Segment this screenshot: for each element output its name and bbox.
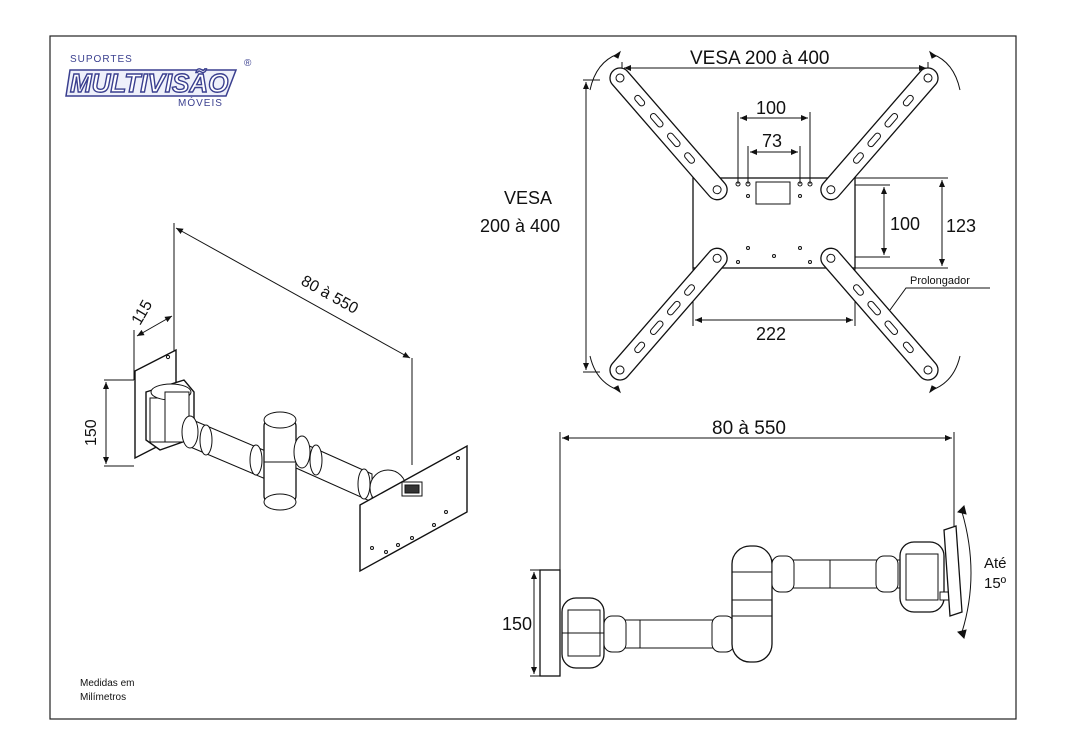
logo-top-text: SUPORTES bbox=[70, 54, 133, 65]
extension-label: Prolongador bbox=[910, 275, 970, 287]
front-dim-vesa-top: VESA 200 à 400 bbox=[690, 48, 829, 69]
front-dim-73: 73 bbox=[762, 131, 782, 151]
tilt-label-line1: Até bbox=[984, 555, 1007, 572]
logo-registered: ® bbox=[244, 58, 252, 69]
drawing-frame bbox=[49, 35, 1017, 720]
tilt-label-line2: 15º bbox=[984, 575, 1007, 592]
logo-main-text: MULTIVISÃO bbox=[70, 68, 228, 98]
front-dim-100-right: 100 bbox=[890, 214, 920, 234]
brand-logo: SUPORTES MULTIVISÃO ® MÓVEIS bbox=[65, 54, 252, 109]
iso-dim-height: 150 bbox=[83, 419, 100, 446]
iso-dim-depth: 115 bbox=[129, 297, 157, 328]
side-dim-height: 150 bbox=[502, 614, 532, 634]
front-view bbox=[583, 50, 990, 394]
front-dim-vesa-left-1: VESA bbox=[504, 188, 552, 208]
front-dim-222: 222 bbox=[756, 324, 786, 344]
logo-bottom-text: MÓVEIS bbox=[178, 96, 223, 109]
side-view bbox=[530, 432, 972, 677]
front-dim-vesa-left-2: 200 à 400 bbox=[480, 216, 560, 236]
units-note-line2: Milímetros bbox=[80, 692, 126, 703]
isometric-view bbox=[103, 223, 468, 573]
iso-dim-reach: 80 à 550 bbox=[298, 273, 361, 318]
side-dim-reach: 80 à 550 bbox=[712, 418, 786, 439]
front-dim-123: 123 bbox=[946, 216, 976, 236]
units-note-line1: Medidas em bbox=[80, 678, 134, 689]
front-dim-100-top: 100 bbox=[756, 98, 786, 118]
